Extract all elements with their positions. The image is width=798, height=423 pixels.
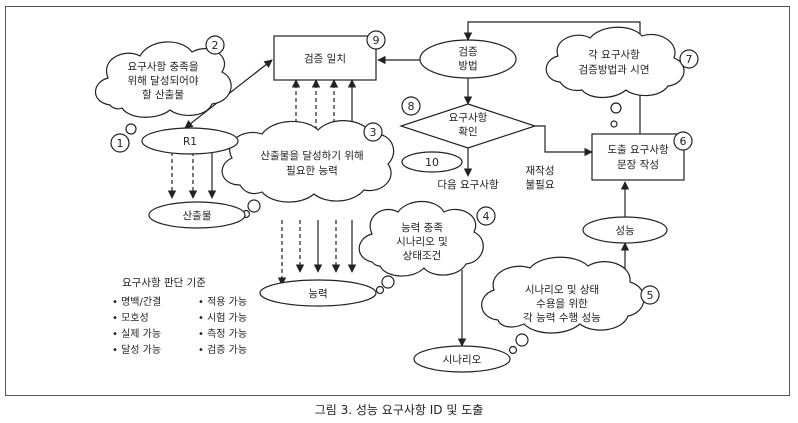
number-badge-6: 6 [673, 131, 693, 151]
r1-label: R1 [183, 136, 197, 148]
cloud-4-line-3: 상태조건 [403, 250, 442, 262]
criteria-title: 요구사항 판단 기준 [122, 277, 206, 289]
capability-node: 능력 [259, 279, 377, 307]
next-requirement-label: 다음 요구사항 [437, 179, 499, 191]
cloud-5-line-2: 수용을 위한 [536, 297, 588, 310]
cloud-2-line-2: 위해 달성되어야 [128, 74, 199, 87]
cloud-3-line-2: 필요한 능력 [286, 165, 338, 177]
number-badge-7: 7 [679, 49, 699, 69]
performance-label: 성능 [615, 225, 635, 237]
diagram-canvas: 요구사항 충족을 위해 달성되어야 할 산출물 산출물을 달성하기 위해 필요한… [94, 21, 699, 373]
cloud-3-line-1: 산출물을 달성하기 위해 [260, 149, 363, 162]
number-badge-9: 9 [366, 30, 386, 50]
scenario-label: 시나리오 [443, 354, 482, 366]
criteria-right-1: • 적용 가능 [198, 296, 247, 308]
number-label-10: 10 [425, 156, 439, 169]
diagram-frame [5, 6, 790, 396]
cloud-2: 요구사항 충족을 위해 달성되어야 할 산출물 [94, 41, 232, 143]
cloud-7: 각 요구사항 검증방법과 시연 [545, 26, 685, 128]
output-node: 산출물 [148, 201, 246, 229]
cloud-7-line-2: 검증방법과 시연 [579, 64, 650, 76]
number-badge-3: 3 [363, 122, 383, 142]
criteria-right-3: • 측정 가능 [198, 328, 247, 340]
criteria-right-2: • 시험 가능 [198, 312, 247, 324]
svg-text:8: 8 [408, 100, 415, 113]
performance-node: 성능 [582, 216, 668, 244]
requirement-check-line-1: 요구사항 [449, 112, 488, 124]
svg-text:7: 7 [686, 53, 693, 66]
rework-line-2: 불필요 [526, 179, 555, 191]
cloud-4: 능력 충족 시나리오 및 상태조건 [358, 200, 484, 295]
arrow-check-to-derive [535, 125, 593, 157]
criteria-left-1: • 명백/간결 [112, 296, 161, 308]
svg-text:1: 1 [117, 137, 124, 150]
cloud-4-line-2: 시나리오 및 [396, 236, 448, 248]
cloud-4-line-1: 능력 충족 [401, 222, 443, 234]
cloud-5-line-3: 각 능력 수행 성능 [523, 312, 601, 324]
criteria-left-3: • 실제 가능 [112, 328, 161, 340]
svg-text:9: 9 [373, 34, 380, 47]
verify-match-box: 검증 일치 [273, 35, 377, 81]
number-badge-8: 8 [401, 96, 421, 116]
output-label: 산출물 [183, 210, 212, 222]
svg-text:3: 3 [370, 126, 377, 139]
verify-match-label: 검증 일치 [304, 52, 346, 65]
svg-text:5: 5 [647, 289, 654, 302]
cloud-7-line-1: 각 요구사항 [588, 49, 640, 61]
criteria-right-4: • 검증 가능 [198, 344, 247, 356]
requirement-check-line-2: 확인 [458, 125, 477, 138]
verify-method-line-2: 방법 [458, 60, 477, 72]
figure-caption: 그림 3. 성능 요구사항 ID 및 도출 [314, 403, 484, 417]
rework-line-1: 재작성 [526, 165, 555, 177]
capability-label: 능력 [308, 288, 327, 300]
number-badge-4: 4 [476, 206, 496, 226]
scenario-node: 시나리오 [413, 345, 511, 373]
number-badge-5: 5 [640, 285, 660, 305]
criteria-list: 요구사항 판단 기준 • 명백/간결 • 모호성 • 실제 가능 • 달성 가능… [112, 277, 247, 356]
number-badge-1: 1 [110, 133, 130, 153]
cloud-3: 산출물을 달성하기 위해 필요한 능력 [221, 120, 395, 219]
svg-text:2: 2 [212, 39, 219, 52]
criteria-left-4: • 달성 가능 [112, 344, 161, 356]
cloud-5-line-1: 시나리오 및 상태 [525, 284, 599, 296]
verify-method-node: 검증 방법 [419, 39, 517, 79]
derive-line-1: 도출 요구사항 [607, 144, 669, 156]
svg-text:6: 6 [680, 135, 687, 148]
svg-text:4: 4 [483, 210, 490, 223]
cloud-2-line-3: 할 산출물 [142, 89, 184, 101]
requirement-check-diamond: 요구사항 확인 [399, 103, 537, 149]
r1-node: R1 [141, 127, 239, 155]
derive-requirement-box: 도출 요구사항 문장 작성 [591, 133, 685, 181]
cloud-5: 시나리오 및 상태 수용을 위한 각 능력 수행 성능 [481, 256, 645, 355]
criteria-left-2: • 모호성 [112, 312, 149, 324]
verify-method-line-1: 검증 [458, 46, 478, 58]
number-badge-2: 2 [205, 35, 225, 55]
node-10 [401, 151, 463, 173]
derive-line-2: 문장 작성 [617, 159, 659, 171]
cloud-2-line-1: 요구사항 충족을 [128, 61, 199, 73]
